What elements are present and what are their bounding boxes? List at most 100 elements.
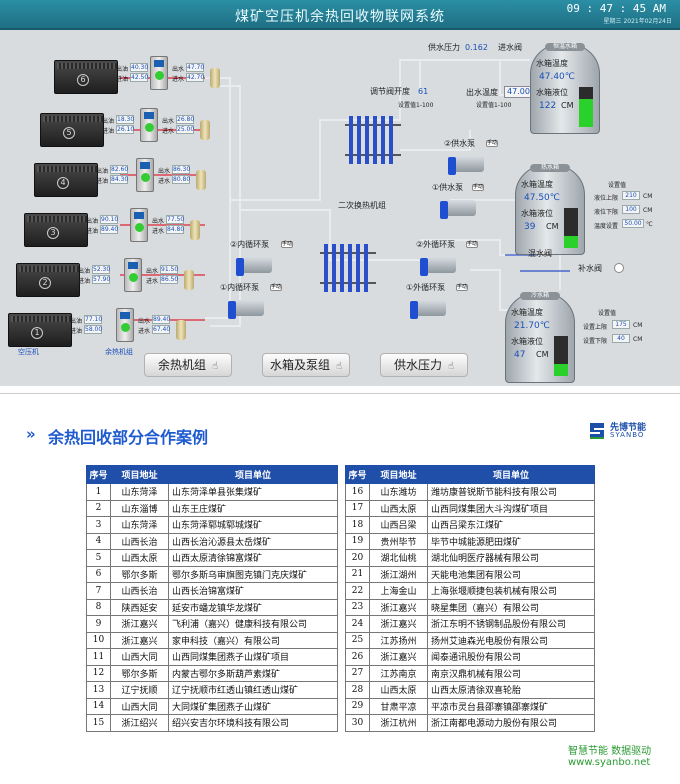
table-cell: 鄂尔多斯 — [110, 565, 169, 583]
unit-screen — [134, 212, 144, 219]
table-cell: 7 — [86, 582, 111, 600]
table-cell: 浙江嘉兴 — [110, 615, 169, 633]
status-light-icon — [121, 323, 130, 332]
readout-label: 进油 — [116, 76, 129, 83]
recovery-in-temp: 84.80 — [166, 225, 185, 234]
cold-water-tank[interactable]: 冷水箱 水箱温度 21.70℃ 水箱液位 47 CM — [505, 292, 575, 383]
clock: 09 : 47 : 45 AM — [566, 2, 666, 15]
table-cell: 17 — [345, 499, 370, 517]
pump-ext1[interactable] — [410, 296, 450, 319]
pump-circ1-mode[interactable]: 手动 — [270, 284, 282, 291]
recovery-unit-4[interactable] — [136, 158, 154, 192]
readout-label: 进水 — [138, 328, 151, 335]
pump-supply2-label: ②供水泵 — [444, 139, 476, 148]
recovery-unit-6[interactable] — [150, 56, 168, 90]
recovery-unit-3[interactable] — [130, 208, 148, 242]
table-cell: 10 — [86, 631, 111, 649]
tab-recovery-units[interactable]: 余热机组☝ — [144, 353, 232, 377]
table-cell: 江苏南京 — [369, 664, 428, 682]
filter-cylinder-icon — [200, 120, 210, 140]
pump-supply1-mode[interactable]: 手动 — [472, 184, 484, 191]
table-cell: 浙江南都电源动力股份有限公司 — [427, 714, 595, 732]
compressor-in-temp: 58.00 — [84, 325, 103, 334]
makeup-valve-switch[interactable] — [614, 263, 624, 273]
table-cell: 13 — [86, 681, 111, 699]
cold-upper-input[interactable]: 175 — [612, 320, 630, 329]
table-cell: 山西吕梁东江煤矿 — [427, 516, 595, 534]
tank-temp: 47.40℃ — [539, 72, 575, 82]
table-cell: 陕西延安 — [110, 598, 169, 616]
readout-label: 出水 — [158, 168, 171, 175]
compressor-in-temp: 84.30 — [110, 175, 129, 184]
tab-tanks-pumps[interactable]: 水箱及泵组☝ — [262, 353, 350, 377]
tank-level-fill — [579, 99, 593, 127]
recovery-caption: 余热机组 — [105, 348, 133, 356]
supply-pressure-label: 供水压力 — [428, 43, 460, 52]
table-cell: 浙江东明不锈钢制品股份有限公司 — [427, 615, 595, 633]
table-cell: 延安市蟠龙镇华龙煤矿 — [168, 598, 338, 616]
date-display: 星期三 2021年02月24日 — [603, 18, 672, 25]
tank-temp: 47.50℃ — [524, 193, 560, 203]
recovery-out-temp: 86.30 — [172, 165, 191, 174]
logo-text-en: SYANBO — [610, 431, 645, 439]
pump-supply2-mode[interactable]: 手动 — [486, 140, 498, 147]
table-cell: 23 — [345, 598, 370, 616]
table-cell: 山东菏泽 — [110, 483, 169, 501]
pump-supply2[interactable] — [448, 152, 488, 175]
tank-temp: 21.70℃ — [514, 321, 550, 331]
hot-upper-input[interactable]: 210 — [622, 191, 640, 200]
table-cell: 山西大同 — [110, 648, 169, 666]
table-cell: 山西太原清徐双喜轮胎 — [427, 681, 595, 699]
tank-level-unit: CM — [561, 101, 574, 110]
tank-name: 热水箱 — [530, 164, 570, 172]
table-cell: 浙江湖州 — [369, 565, 428, 583]
scada-panel: 煤矿空压机余热回收物联网系统 09 : 47 : 45 AM 星期三 2021年… — [0, 0, 680, 386]
pump-circ2[interactable] — [236, 253, 276, 276]
filter-cylinder-icon — [190, 220, 200, 240]
unit-screen — [120, 312, 130, 319]
recovery-in-temp: 42.70 — [186, 73, 205, 82]
table-cell: 19 — [345, 532, 370, 550]
table-cell: 山西同煤集团燕子山煤矿项目 — [168, 648, 338, 666]
tank-temp-label: 水箱温度 — [521, 180, 553, 189]
table-cell: 山东菏泽单县张集煤矿 — [168, 483, 338, 501]
recovery-unit-1[interactable] — [116, 308, 134, 342]
pump-circ1[interactable] — [228, 296, 268, 319]
pump-supply1[interactable] — [440, 196, 480, 219]
table-cell: 山西太原 — [369, 681, 428, 699]
hot-water-tank[interactable]: 热水箱 水箱温度 47.50℃ 水箱液位 39 CM — [515, 164, 585, 255]
hot-lower-input[interactable]: 100 — [622, 205, 640, 214]
table-cell: 15 — [86, 714, 111, 732]
tab-supply-pressure[interactable]: 供水压力☝ — [380, 353, 468, 377]
hot-temp-input[interactable]: 50.00 — [622, 219, 644, 228]
pump-ext2-mode[interactable]: 手动 — [466, 241, 478, 248]
pump-ext2[interactable] — [420, 253, 460, 276]
tank-level-gauge — [554, 336, 568, 376]
pump-ext1-mode[interactable]: 手动 — [456, 284, 468, 291]
compressor-out-temp: 90.10 — [100, 215, 119, 224]
status-light-icon — [145, 123, 154, 132]
regulating-valve-label: 调节阀开度 — [370, 87, 410, 96]
table-cell: 28 — [345, 681, 370, 699]
tank-level: 39 — [524, 222, 536, 232]
recovery-unit-5[interactable] — [140, 108, 158, 142]
table-cell: 29 — [345, 697, 370, 715]
table-cell: 25 — [345, 631, 370, 649]
section-title: 余热回收部分合作案例 — [48, 428, 209, 447]
table-cell: 浙江嘉兴 — [369, 598, 428, 616]
col-header: 项目单位 — [168, 465, 338, 484]
cold-lower-input[interactable]: 40 — [612, 334, 630, 343]
constant-temp-tank[interactable]: 恒温水箱 水箱温度 47.40℃ 水箱液位 122 CM — [530, 43, 600, 134]
recovery-unit-2[interactable] — [124, 258, 142, 292]
pump-circ2-label: ②内循环泵 — [230, 240, 270, 249]
pump-circ2-mode[interactable]: 手动 — [281, 241, 293, 248]
